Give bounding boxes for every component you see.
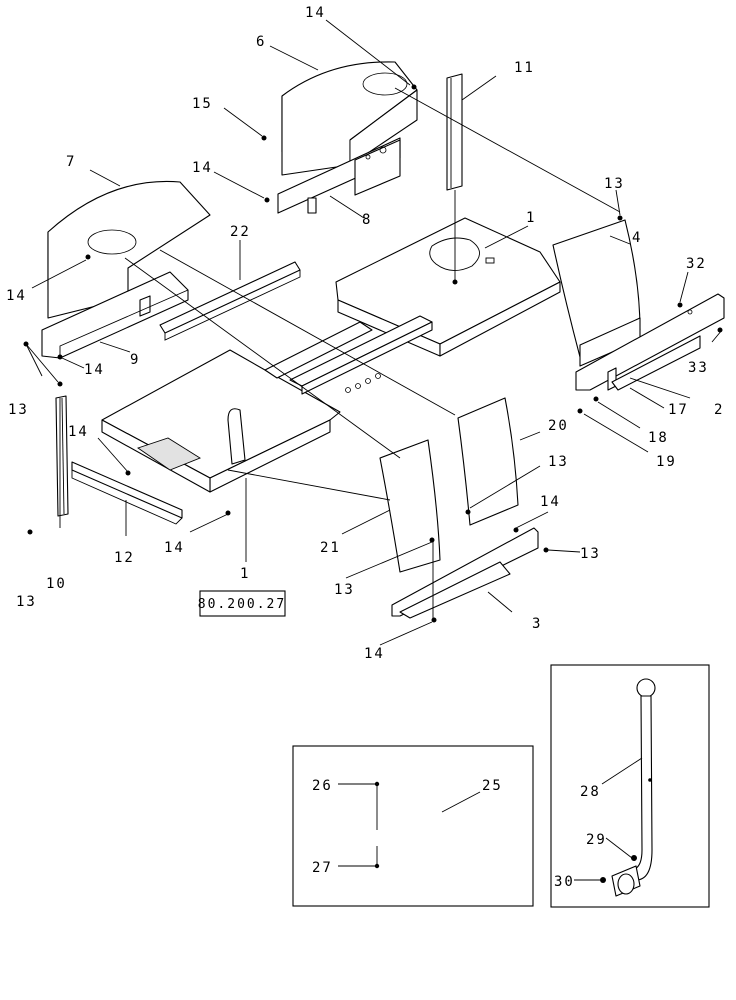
- part-21-panel: [379, 439, 441, 573]
- part-22-strip: [159, 261, 301, 341]
- callout-2: 2: [714, 402, 724, 418]
- part-6-fender-upper: [281, 61, 418, 176]
- callout-4: 4: [632, 230, 642, 246]
- callout-14-f: 14: [164, 540, 185, 556]
- reference-label[interactable]: 80.200.27: [198, 597, 286, 612]
- callout-13-left: 13: [8, 402, 29, 418]
- callout-18: 18: [648, 430, 669, 446]
- part-4-fender-right: [552, 219, 641, 367]
- callout-14-e: 14: [68, 424, 89, 440]
- fastener-dots: [23, 84, 723, 623]
- callout-27: 27: [312, 860, 333, 876]
- callout-26: 26: [312, 778, 333, 794]
- callout-13-bl: 13: [16, 594, 37, 610]
- part-20-panel: [457, 397, 519, 526]
- part-3-bracket: [391, 527, 539, 619]
- part-8-bracket: [277, 137, 401, 214]
- center-frame-rails: [264, 315, 433, 395]
- part-1-floor-top: [335, 217, 561, 357]
- callout-9: 9: [130, 352, 140, 368]
- callout-21: 21: [320, 540, 341, 556]
- part-7-fender-left: [47, 180, 211, 319]
- part-10-bar: [55, 395, 69, 517]
- callout-25: 25: [482, 778, 503, 794]
- part-12-crossbar: [71, 461, 183, 525]
- callout-29: 29: [586, 832, 607, 848]
- callout-1-top: 1: [526, 210, 536, 226]
- reference-box[interactable]: 80.200.27: [198, 590, 286, 617]
- inset-box-handle: [550, 664, 710, 908]
- callout-14-h: 14: [364, 646, 385, 662]
- callout-13-b: 13: [334, 582, 355, 598]
- callout-1-bottom: 1: [240, 566, 250, 582]
- callout-8: 8: [362, 212, 372, 228]
- callout-28: 28: [580, 784, 601, 800]
- callout-19: 19: [656, 454, 677, 470]
- part-1-floor-pan: [101, 349, 341, 493]
- callout-leaders: [25, 19, 723, 646]
- part-2-rail: [575, 293, 725, 391]
- callout-17: 17: [668, 402, 689, 418]
- callout-14: 14: [305, 5, 326, 21]
- part-11-post: [446, 73, 463, 191]
- callout-7: 7: [66, 154, 76, 170]
- callout-13-top: 13: [604, 176, 625, 192]
- callout-12: 12: [114, 550, 135, 566]
- callout-14-d: 14: [84, 362, 105, 378]
- part-9-panel: [41, 271, 189, 359]
- callout-3: 3: [532, 616, 542, 632]
- callout-14-c: 14: [6, 288, 27, 304]
- callout-6: 6: [256, 34, 266, 50]
- callout-14-g: 14: [540, 494, 561, 510]
- callout-32: 32: [686, 256, 707, 272]
- callout-14-b: 14: [192, 160, 213, 176]
- callout-33: 33: [688, 360, 709, 376]
- callout-11: 11: [514, 60, 535, 76]
- callout-22: 22: [230, 224, 251, 240]
- inset-box-25: [292, 745, 534, 907]
- construction-lines: [59, 87, 621, 620]
- callout-20: 20: [548, 418, 569, 434]
- callout-labels: 14 6 11 15 14 8 7 22 1 13 4 32 14 33 9 1…: [6, 5, 724, 890]
- callout-13-mid: 13: [548, 454, 569, 470]
- callout-10: 10: [46, 576, 67, 592]
- callout-13-r: 13: [580, 546, 601, 562]
- callout-15: 15: [192, 96, 213, 112]
- callout-30: 30: [554, 874, 575, 890]
